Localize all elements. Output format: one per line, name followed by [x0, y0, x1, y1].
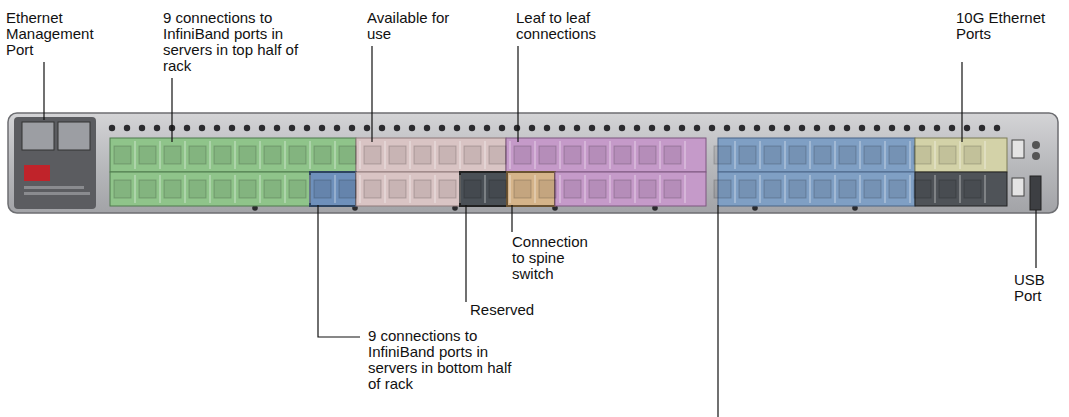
- port-block-green: [110, 138, 356, 172]
- logo-badge: [24, 165, 50, 181]
- port-reserved: [460, 172, 507, 206]
- status-dots: [109, 125, 1000, 211]
- port-block-purple: [555, 172, 706, 206]
- management-panel: [14, 117, 96, 209]
- port-block-green: [110, 172, 310, 206]
- callout-label: Ethernet Management Port: [6, 10, 92, 58]
- logo-strip: [24, 186, 84, 189]
- callout-label: Leaf to leaf connections: [516, 10, 626, 42]
- status-led: [1032, 152, 1040, 160]
- port-dividers: [114, 141, 985, 203]
- port-block-blue: [718, 138, 915, 172]
- port-block-blue: [310, 172, 356, 206]
- logo-strip: [24, 192, 90, 195]
- callout-label: USB Port: [1014, 272, 1064, 304]
- status-icon: [1012, 178, 1024, 196]
- port-block-10g: [915, 138, 1007, 172]
- ethernet-port: [58, 122, 90, 150]
- callout-label: Reserved: [470, 302, 550, 318]
- callout-label: Connection to spine switch: [512, 234, 592, 282]
- callout-label: 10G Ethernet Ports: [956, 10, 1046, 42]
- usb-port: [1030, 176, 1041, 210]
- ethernet-port: [22, 122, 54, 150]
- status-led: [1032, 141, 1040, 149]
- port-block-pink: [356, 172, 460, 206]
- switch-chassis: [8, 113, 1058, 213]
- callout-label: Available for use: [367, 10, 467, 42]
- port-spine: [507, 172, 555, 206]
- port-block-blue: [718, 172, 915, 206]
- callout-label: 9 connections to InfiniBand ports in ser…: [368, 328, 518, 392]
- port-block-dark: [915, 172, 1007, 206]
- callout-label: 9 connections to InfiniBand ports in ser…: [163, 10, 313, 74]
- port-block-purple: [506, 138, 706, 172]
- port-block-pink: [356, 138, 506, 172]
- leader-lines: [44, 46, 1036, 417]
- status-icon: [1012, 140, 1024, 158]
